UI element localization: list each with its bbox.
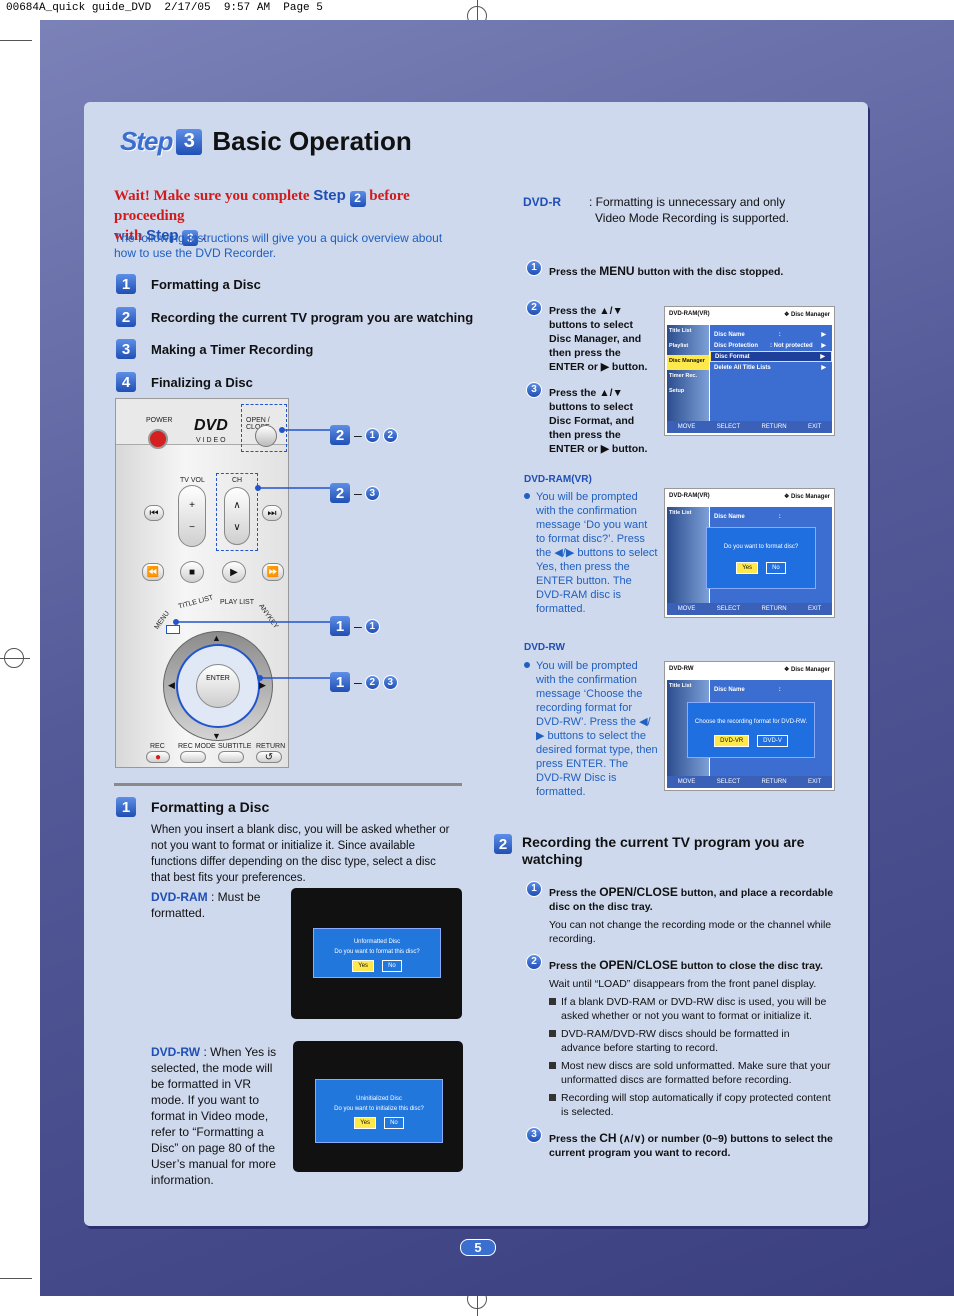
osd-row-disc-protection[interactable]: Disc Protection: Not protected▶ bbox=[714, 342, 826, 350]
dvd-rw-text: You will be prompted with the confirmati… bbox=[536, 660, 658, 798]
play-pause-button[interactable]: ▶ bbox=[222, 561, 246, 583]
dvd-ram-vr-label: DVD-RAM(VR) bbox=[524, 474, 592, 485]
yes-button[interactable]: Yes bbox=[736, 562, 759, 574]
dvd-vr-button[interactable]: DVD-VR bbox=[714, 735, 750, 747]
open-close-button[interactable] bbox=[255, 425, 277, 447]
rec-bullet-1: If a blank DVD-RAM or DVD-RW disc is use… bbox=[561, 996, 827, 1022]
left-arrow-icon: ◀ bbox=[168, 680, 175, 690]
registration-mark bbox=[0, 658, 30, 659]
yes-button[interactable]: Yes bbox=[352, 960, 375, 972]
volume-rocker[interactable]: +− bbox=[178, 485, 206, 547]
callout-3: 1–1 bbox=[330, 616, 380, 636]
bullet-square bbox=[549, 998, 556, 1005]
channel-rocker[interactable]: ∧∨ bbox=[224, 487, 250, 545]
bullet-square bbox=[549, 1062, 556, 1069]
rec-step-1-note: You can not change the recording mode or… bbox=[549, 919, 832, 945]
yes-button[interactable]: Yes bbox=[354, 1117, 377, 1129]
osd-disc-manager: DVD-RAM(VR)❖ Disc Manager Title List Pla… bbox=[664, 306, 835, 436]
tv-screen-unformatted: Unformatted Disc Do you want to format t… bbox=[291, 888, 462, 1019]
subtitle-button[interactable] bbox=[218, 751, 244, 763]
crop-mark bbox=[0, 40, 32, 41]
osd-nav-timer-rec[interactable]: Timer Rec. bbox=[669, 373, 698, 379]
callout-lines bbox=[173, 427, 330, 681]
rec-bullet-2: DVD-RAM/DVD-RW discs should be formatted… bbox=[561, 1028, 790, 1054]
rec-button[interactable]: ● bbox=[146, 751, 170, 763]
dvd-v-button[interactable]: DVD-V bbox=[757, 735, 788, 747]
section-divider bbox=[114, 783, 462, 786]
bullet bbox=[524, 662, 530, 668]
step-number-badge: 3 bbox=[182, 230, 199, 246]
menu-button[interactable] bbox=[166, 625, 180, 634]
rec-bullet-4: Recording will stop automatically if cop… bbox=[561, 1092, 831, 1118]
return-button[interactable]: ↺ bbox=[256, 751, 282, 763]
osd-row-disc-name[interactable]: Disc Name:▶ bbox=[714, 331, 826, 339]
crop-mark bbox=[0, 1278, 32, 1279]
registration-mark bbox=[477, 0, 478, 32]
down-arrow-icon: ▼ bbox=[212, 731, 221, 741]
no-button[interactable]: No bbox=[382, 960, 402, 972]
dvd-r-note: DVD-R : Formatting is unnecessary and on… bbox=[523, 195, 789, 225]
osd-nav-disc-manager[interactable]: Disc Manager bbox=[667, 355, 709, 370]
stop-button[interactable]: ■ bbox=[180, 561, 204, 583]
bullet-square bbox=[549, 1030, 556, 1037]
bullet bbox=[524, 493, 530, 499]
rec-bullet-3: Most new discs are sold unformatted. Mak… bbox=[561, 1060, 831, 1086]
tv-screen-uninitialized: Uninitialized Disc Do you want to initia… bbox=[293, 1041, 463, 1172]
up-arrow-icon: ▲ bbox=[212, 633, 221, 643]
bullet-square bbox=[549, 1094, 556, 1101]
step-number-badge: 2 bbox=[349, 190, 366, 207]
osd-row-disc-format[interactable]: Disc Format▶ bbox=[710, 351, 832, 362]
uninitialized-dialog: Uninitialized Disc Do you want to initia… bbox=[315, 1079, 443, 1143]
formatting-body: When you insert a blank disc, you will b… bbox=[151, 824, 450, 884]
registration-mark bbox=[477, 1284, 478, 1316]
dvd-logo: DVD bbox=[194, 417, 228, 434]
rewind-button[interactable]: ⏪ bbox=[142, 563, 164, 581]
rec-mode-button[interactable] bbox=[180, 751, 206, 763]
page-title: Step 3 Basic Operation bbox=[120, 126, 412, 157]
osd-row-delete-all[interactable]: Delete All Title Lists▶ bbox=[714, 364, 826, 372]
fast-forward-button[interactable]: ⏩ bbox=[262, 563, 284, 581]
callout-2: 2–3 bbox=[330, 483, 380, 503]
osd-nav-setup[interactable]: Setup bbox=[669, 388, 685, 394]
osd-nav: Title List Playlist Disc Manager Timer R… bbox=[667, 325, 709, 423]
no-button[interactable]: No bbox=[384, 1117, 404, 1129]
step-word: Step bbox=[120, 126, 173, 156]
dvd-ram-vr-text: You will be prompted with the confirmati… bbox=[536, 491, 658, 615]
dvd-rw-label: DVD-RW bbox=[524, 642, 565, 653]
step-number-badge: 3 bbox=[176, 128, 203, 155]
rec-step-2-note: Wait until “LOAD” disappears from the fr… bbox=[549, 978, 817, 990]
warning-text: Wait! Make sure you complete Step 2 befo… bbox=[114, 187, 410, 246]
print-slug: 00684A_quick guide_DVD 2/17/05 9:57 AM P… bbox=[6, 2, 323, 14]
osd-nav-playlist[interactable]: Playlist bbox=[669, 343, 689, 349]
right-arrow-icon: ▶ bbox=[259, 680, 266, 690]
dvd-rw-note: DVD-RW : When Yes is selected, the mode … bbox=[151, 1045, 277, 1187]
intro-text: The following instructions will give you… bbox=[114, 231, 443, 260]
osd-format-confirm: DVD-RAM(VR)❖ Disc Manager Title List Dis… bbox=[664, 488, 835, 618]
power-button[interactable] bbox=[148, 429, 168, 449]
skip-back-button[interactable]: ⏮ bbox=[144, 505, 164, 521]
skip-forward-button[interactable]: ⏭ bbox=[262, 505, 282, 521]
unformatted-dialog: Unformatted Disc Do you want to format t… bbox=[313, 928, 441, 978]
page-number: 5 bbox=[460, 1239, 496, 1256]
osd-nav-title-list[interactable]: Title List bbox=[669, 328, 692, 334]
osd-rw-format: DVD-RW❖ Disc Manager Title List Disc Nam… bbox=[664, 661, 835, 791]
enter-button[interactable]: ENTER bbox=[196, 664, 240, 708]
dvd-ram-note: DVD-RAM : Must be formatted. bbox=[151, 890, 261, 920]
heading: Basic Operation bbox=[212, 126, 412, 156]
rw-format-dialog: Choose the recording format for DVD-RW. … bbox=[687, 702, 815, 758]
remote-control-illustration: POWER DVD V I D E O OPEN / CLOSE TV VOL … bbox=[115, 398, 289, 768]
no-button[interactable]: No bbox=[766, 562, 786, 574]
